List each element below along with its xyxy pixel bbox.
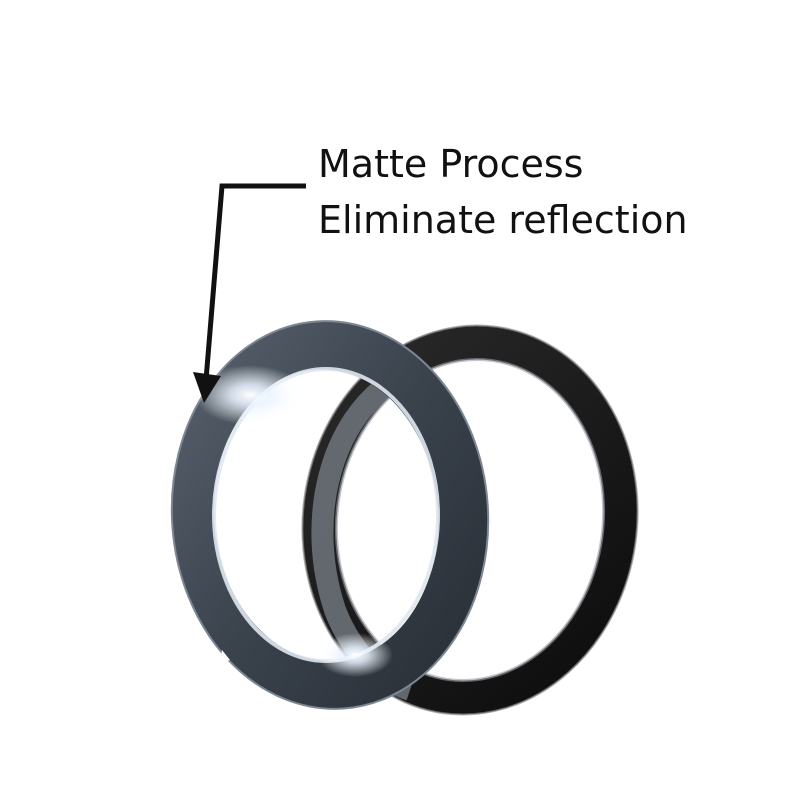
callout-line-2: Eliminate reflection	[318, 198, 688, 242]
light-reflections	[195, 365, 393, 677]
callout-text: Matte Process Eliminate reflection	[318, 136, 688, 248]
callout-line-1: Matte Process	[318, 142, 584, 186]
callout-arrow	[193, 183, 306, 403]
